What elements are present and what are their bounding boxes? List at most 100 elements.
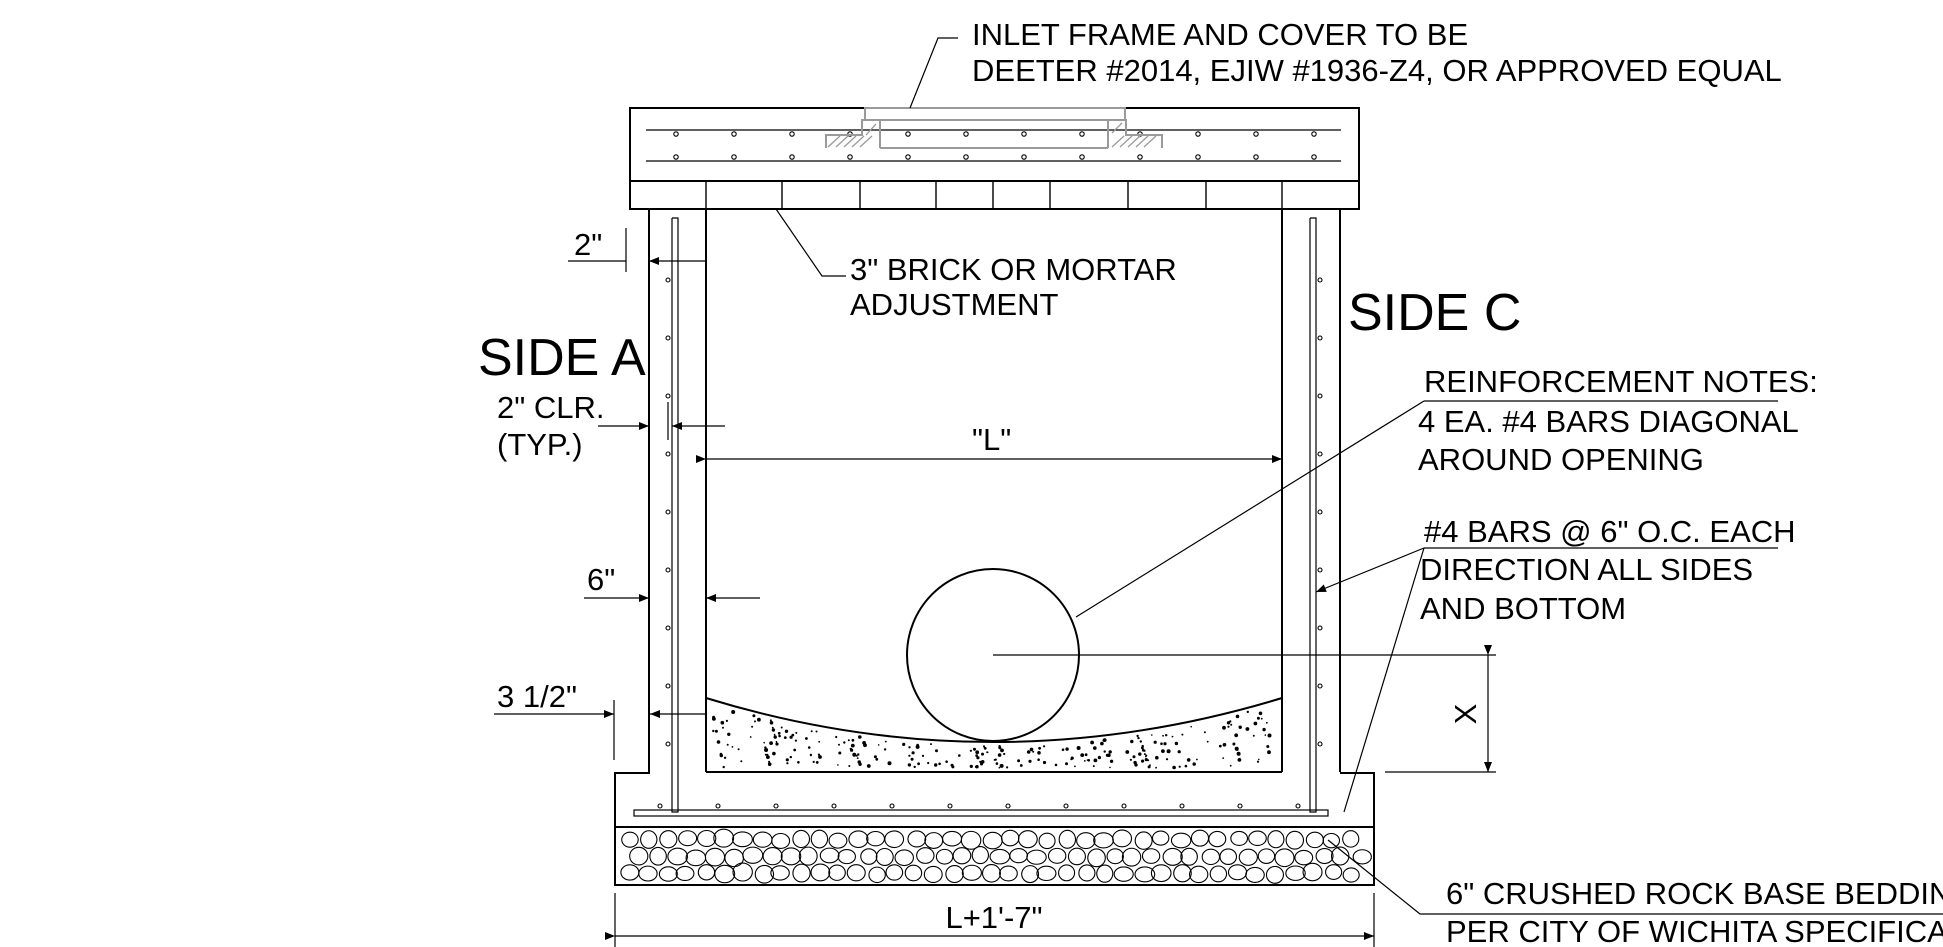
fillet-speck <box>1084 753 1088 757</box>
fillet-speck <box>1037 758 1040 761</box>
reinf-line1: 4 EA. #4 BARS DIAGONAL <box>1418 404 1799 439</box>
rock <box>1134 866 1156 883</box>
fillet-speck <box>1065 762 1068 766</box>
rock <box>1087 848 1106 868</box>
fillet-speck <box>1264 734 1267 736</box>
fillet-speck <box>1237 758 1242 762</box>
fillet-speck <box>1134 763 1138 767</box>
fillet-speck <box>1265 721 1268 724</box>
fillet-speck <box>1144 755 1147 758</box>
fillet-speck <box>1037 751 1041 755</box>
bars-line1: #4 BARS @ 6" O.C. EACH <box>1424 514 1796 549</box>
fillet-speck <box>1028 759 1032 763</box>
fillet-speck <box>769 721 774 725</box>
fillet-speck <box>877 744 880 746</box>
fillet-speck <box>997 753 1002 757</box>
fillet-speck <box>902 742 906 747</box>
fillet-speck <box>1141 748 1145 752</box>
fillet-speck <box>1190 725 1192 728</box>
rock <box>875 847 894 867</box>
fillet-speck <box>817 753 821 756</box>
rock <box>1294 849 1314 866</box>
fillet-speck <box>849 747 852 751</box>
base-slab-outline <box>614 772 1375 828</box>
rock <box>1067 847 1086 866</box>
rock <box>1058 829 1077 849</box>
rock <box>952 847 972 865</box>
fillet-speck <box>1144 758 1148 762</box>
fillet-speck <box>1153 740 1157 744</box>
fillet-speck <box>930 743 932 746</box>
wall-rebar-dot <box>665 335 671 341</box>
fillet-speck <box>789 755 792 759</box>
fillet-speck <box>1090 740 1094 745</box>
rock <box>1190 829 1210 847</box>
slab-rebar-dot <box>963 154 969 160</box>
fillet-speck <box>775 742 779 746</box>
fillet-speck <box>751 725 754 728</box>
fillet-speck <box>771 726 774 729</box>
fillet-speck <box>1262 727 1266 732</box>
fillet-speck <box>958 754 961 757</box>
fillet-speck <box>1161 749 1165 753</box>
rock <box>1017 830 1038 849</box>
fillet-speck <box>1155 755 1159 760</box>
fillet-speck <box>716 740 721 744</box>
fillet-speck <box>1138 752 1142 756</box>
fillet-speck <box>810 730 813 733</box>
fillet-speck <box>1172 765 1176 770</box>
rock <box>649 846 667 866</box>
fillet-speck <box>773 733 776 736</box>
fillet-speck <box>1229 764 1232 767</box>
fillet-speck <box>913 765 916 769</box>
fillet-speck <box>1105 753 1109 757</box>
top-slab <box>629 107 1360 182</box>
slab-rebar-dot <box>1253 131 1259 137</box>
fillet-speck <box>1093 758 1098 763</box>
rock <box>658 866 678 882</box>
fillet-speck <box>712 729 715 733</box>
fillet-speck <box>769 719 772 722</box>
fillet-speck <box>1246 710 1250 714</box>
rock <box>1058 864 1076 882</box>
fillet-speck <box>1042 760 1047 765</box>
bars-line3: AND BOTTOM <box>1420 591 1626 626</box>
rock <box>1285 865 1306 881</box>
fillet-speck <box>875 757 879 761</box>
wall-rebar-dot <box>1317 277 1323 283</box>
fillet-speck <box>1165 758 1169 761</box>
fillet-speck <box>1006 766 1009 769</box>
base-rebar-dot <box>715 803 721 809</box>
fillet-speck <box>768 760 771 763</box>
fillet-speck <box>1235 714 1240 719</box>
wall-rebar-dot <box>665 509 671 515</box>
fillet-speck <box>1108 750 1112 754</box>
fillet-speck <box>1093 746 1097 750</box>
fillet-speck <box>1038 746 1041 750</box>
rock <box>780 847 802 866</box>
rock <box>923 865 943 884</box>
wall-rebar-dot <box>665 625 671 631</box>
rock <box>828 832 848 849</box>
fillet-speck <box>726 743 729 746</box>
base-rebar-dot <box>1179 803 1185 809</box>
fillet-speck <box>1181 733 1184 736</box>
brick-note-line2: ADJUSTMENT <box>850 287 1058 322</box>
fillet-speck <box>994 758 997 761</box>
fillet-speck <box>725 719 729 723</box>
fillet-speck <box>945 760 948 763</box>
rock <box>1302 862 1323 882</box>
fillet-speck <box>1100 741 1104 746</box>
rock <box>685 849 707 867</box>
rock <box>1201 848 1221 866</box>
fillet-speck <box>1141 759 1145 763</box>
fillet-speck <box>723 756 727 759</box>
rock <box>1315 847 1334 865</box>
fillet-speck <box>763 741 765 744</box>
fillet-speck <box>981 752 984 756</box>
side-a-rebar <box>671 217 679 813</box>
fillet-speck <box>1097 756 1101 760</box>
fillet-speck <box>1230 723 1233 726</box>
fillet-speck <box>1076 746 1081 750</box>
dimensions <box>494 228 1496 947</box>
